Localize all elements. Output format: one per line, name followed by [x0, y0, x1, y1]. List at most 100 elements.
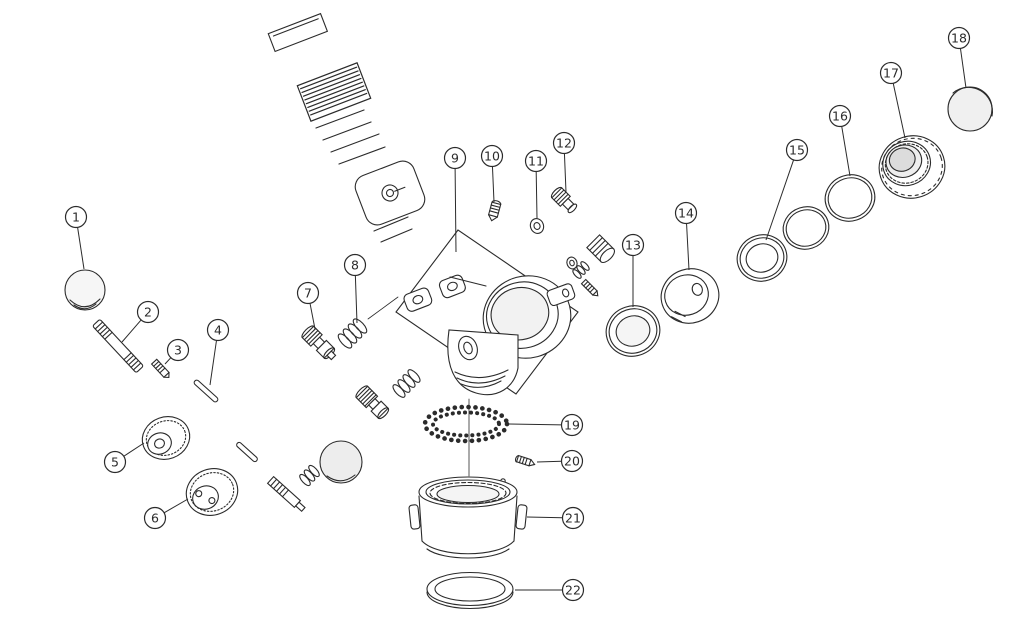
label-number-21: 21	[565, 511, 581, 526]
part-22-gasket	[426, 571, 514, 610]
label-circle-4	[206, 318, 230, 342]
label-circle-17	[879, 61, 903, 85]
part-19-bead-ring	[422, 404, 510, 444]
small-shims	[373, 216, 413, 243]
part-label-3: 3	[164, 338, 190, 365]
part-12-inlet-fitting	[550, 186, 616, 297]
label-number-14: 14	[678, 206, 694, 221]
label-circle-14	[674, 201, 698, 225]
small-washer	[566, 256, 578, 270]
leader-line-6	[163, 498, 189, 514]
top-plate	[267, 12, 329, 53]
label-circle-12	[552, 131, 576, 155]
part-2-threaded-shaft	[92, 319, 144, 373]
label-circle-20	[560, 449, 584, 473]
leader-line-20	[536, 460, 562, 463]
label-number-2: 2	[144, 305, 152, 320]
body-boss	[546, 283, 576, 307]
leader-line-9	[454, 168, 457, 253]
part-label-7: 7	[296, 281, 320, 330]
part-15-retaining-ring	[736, 234, 788, 282]
leader-line-21	[526, 516, 563, 519]
part-13-seat-ring	[605, 305, 661, 357]
tiny-screw	[580, 278, 599, 297]
label-circle-21	[561, 506, 585, 530]
label-circle-8	[343, 253, 367, 277]
label-number-12: 12	[556, 136, 572, 151]
label-number-3: 3	[174, 343, 182, 358]
part-label-20: 20	[536, 449, 584, 473]
leader-line-8	[354, 275, 358, 324]
leader-line-18	[959, 48, 967, 89]
part-21-coupling-nut	[408, 476, 528, 559]
part-5-knurled-cap	[141, 416, 191, 460]
part-label-4: 4	[206, 318, 230, 386]
part-label-9: 9	[443, 146, 467, 253]
label-number-17: 17	[883, 66, 899, 81]
part-17-outlet-bushing	[878, 135, 946, 199]
part-label-21: 21	[526, 506, 585, 530]
part-9-valve-body	[395, 229, 579, 477]
label-number-15: 15	[789, 143, 805, 158]
part-label-17: 17	[879, 61, 906, 139]
part-label-12: 12	[552, 131, 576, 193]
leader-line-2	[121, 319, 142, 343]
label-number-18: 18	[951, 31, 967, 46]
label-circle-1	[64, 205, 88, 229]
part-11-washer	[529, 218, 545, 234]
lower-stem	[355, 385, 390, 420]
leader-line-3	[164, 357, 172, 365]
label-circle-9	[443, 146, 467, 170]
plug-cylinder	[586, 234, 616, 264]
label-circle-11	[524, 149, 548, 173]
part-16-o-ring	[824, 174, 876, 222]
label-number-19: 19	[564, 418, 580, 433]
small-pin	[236, 441, 258, 463]
label-circle-15	[785, 138, 809, 162]
part-18-end-cap	[947, 86, 993, 132]
thin-ring	[782, 206, 830, 250]
label-circle-19	[560, 413, 584, 437]
label-number-13: 13	[625, 238, 641, 253]
part-label-2: 2	[121, 300, 160, 343]
part-label-22: 22	[515, 578, 585, 602]
label-circle-2	[136, 300, 160, 324]
part-label-8: 8	[343, 253, 367, 324]
label-number-9: 9	[451, 151, 459, 166]
lower-spring	[392, 369, 421, 398]
tiny-spring	[572, 261, 590, 279]
label-circle-3	[166, 338, 190, 362]
leader-line-1	[77, 227, 85, 270]
part-label-5: 5	[103, 442, 145, 474]
label-circle-22	[561, 578, 585, 602]
label-number-22: 22	[565, 583, 581, 598]
body-lugs	[403, 274, 466, 312]
label-number-7: 7	[304, 286, 312, 301]
part-label-16: 16	[828, 104, 852, 177]
part-8-spring	[337, 296, 399, 349]
label-number-10: 10	[484, 149, 500, 164]
label-circle-13	[621, 233, 645, 257]
part-label-13: 13	[621, 233, 645, 307]
plain-ball	[319, 440, 363, 484]
body-port	[458, 335, 478, 361]
leader-line-12	[563, 153, 567, 193]
part-label-19: 19	[508, 413, 584, 437]
part-20-set-screw	[500, 454, 536, 484]
leader-line-5	[123, 442, 145, 457]
leader-line-19	[508, 423, 562, 426]
label-circle-18	[947, 26, 971, 50]
diaphragm-housing	[354, 160, 426, 226]
label-number-11: 11	[528, 154, 544, 169]
part-1-ball	[64, 269, 106, 311]
shim-rings	[315, 109, 386, 165]
parts-artwork	[64, 12, 993, 610]
label-circle-7	[296, 281, 320, 305]
label-number-8: 8	[351, 258, 359, 273]
label-number-4: 4	[214, 323, 222, 338]
disc-stack	[296, 62, 372, 122]
label-circle-5	[103, 450, 127, 474]
part-14-diaphragm-cap	[660, 268, 720, 324]
